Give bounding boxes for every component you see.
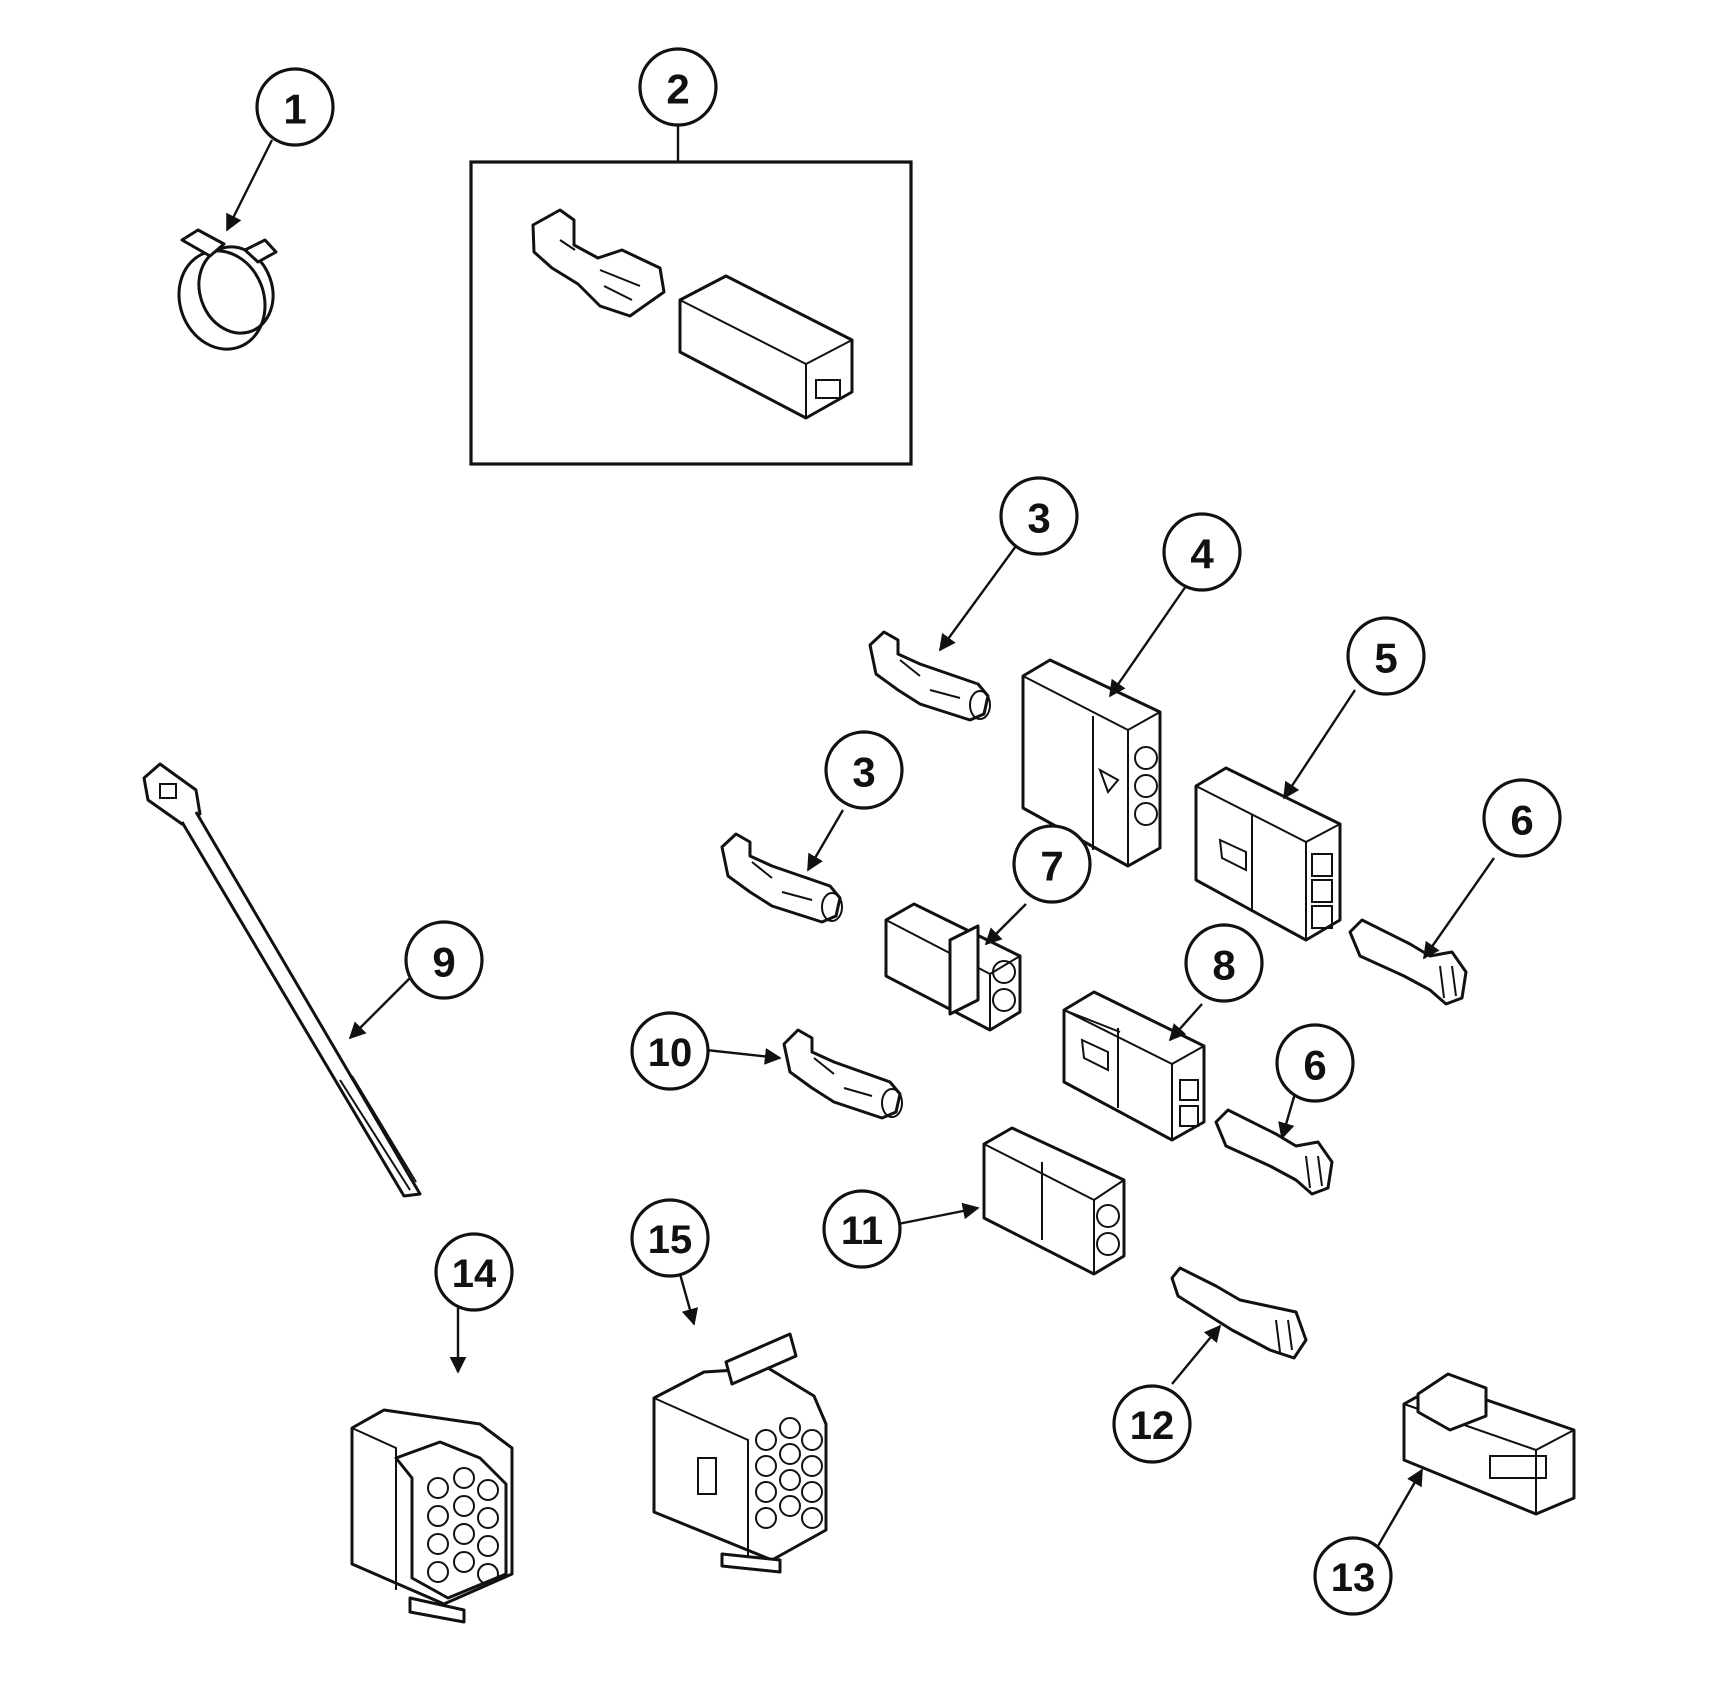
callout-5: 5 — [1346, 616, 1426, 696]
callout-label: 14 — [452, 1252, 497, 1296]
part-2-terminal-kit — [469, 160, 913, 466]
callout-label: 7 — [1040, 843, 1063, 890]
leader-1 — [225, 139, 274, 232]
callout-6-upper: 6 — [1482, 778, 1562, 858]
part-9-cable-tie — [142, 762, 422, 1198]
part-3-terminal-lower — [720, 832, 843, 924]
callout-label: 4 — [1190, 531, 1214, 578]
callout-3-upper: 3 — [999, 476, 1079, 556]
part-6-terminal-upper — [1348, 918, 1468, 1006]
callout-2: 2 — [638, 47, 718, 127]
leader-12 — [1171, 1324, 1222, 1385]
callout-label: 9 — [432, 939, 455, 986]
callout-10: 10 — [630, 1011, 710, 1091]
callout-4: 4 — [1162, 512, 1242, 592]
leader-5 — [1282, 689, 1357, 800]
callout-label: 5 — [1374, 635, 1397, 682]
part-5-three-way-receptacle — [1194, 766, 1342, 942]
callout-9: 9 — [404, 920, 484, 1000]
leader-3-lower — [806, 809, 845, 872]
part-1-hose-clamp — [177, 228, 278, 351]
leader-7 — [984, 903, 1027, 946]
leader-3-upper — [939, 545, 1017, 652]
part-10-terminal — [782, 1028, 903, 1120]
part-7-two-way-connector — [884, 902, 1022, 1032]
leader-6-lower — [1278, 1089, 1298, 1140]
part-13-small-housing — [1402, 1372, 1576, 1516]
leader-15 — [678, 1273, 699, 1326]
part-12-pin-terminal — [1170, 1266, 1308, 1360]
callout-13: 13 — [1313, 1536, 1393, 1616]
part-15-twelve-pin-housing — [652, 1332, 828, 1574]
callout-label: 3 — [852, 749, 875, 796]
part-8-two-way-receptacle — [1062, 990, 1206, 1142]
leader-11 — [897, 1202, 980, 1226]
callout-8: 8 — [1184, 923, 1264, 1003]
leader-9 — [348, 967, 421, 1040]
leader-lines — [225, 124, 1495, 1547]
callout-label: 2 — [666, 66, 689, 113]
callout-label: 1 — [283, 86, 306, 133]
callout-label: 15 — [648, 1218, 693, 1262]
callout-label: 6 — [1510, 797, 1533, 844]
callout-3-lower: 3 — [824, 730, 904, 810]
callouts: 1 2 3 3 4 5 6 6 7 8 9 10 11 12 13 14 15 — [255, 47, 1562, 1616]
callout-label: 6 — [1303, 1042, 1326, 1089]
part-3-terminal-upper — [868, 630, 991, 722]
part-11-two-way-connector — [982, 1126, 1126, 1276]
leader-8 — [1168, 1003, 1203, 1042]
callout-15: 15 — [630, 1198, 710, 1278]
part-6-terminal-lower — [1214, 1108, 1334, 1196]
leader-4 — [1109, 585, 1187, 698]
callout-7: 7 — [1012, 824, 1092, 904]
callout-label: 3 — [1027, 495, 1050, 542]
callout-label: 11 — [841, 1209, 883, 1253]
callout-14: 14 — [434, 1232, 514, 1312]
part-14-twelve-pin-housing — [350, 1408, 514, 1624]
part-4-three-way-connector — [1021, 658, 1162, 868]
callout-6-lower: 6 — [1275, 1023, 1355, 1103]
callout-12: 12 — [1112, 1384, 1192, 1464]
callout-label: 13 — [1331, 1556, 1376, 1600]
callout-label: 12 — [1130, 1404, 1175, 1448]
leader-6-upper — [1423, 857, 1495, 960]
callout-label: 10 — [648, 1031, 693, 1075]
callout-11: 11 — [822, 1189, 902, 1269]
callout-label: 8 — [1212, 942, 1235, 989]
callout-1: 1 — [255, 67, 335, 147]
leader-10 — [705, 1048, 782, 1065]
leader-13 — [1376, 1468, 1424, 1547]
